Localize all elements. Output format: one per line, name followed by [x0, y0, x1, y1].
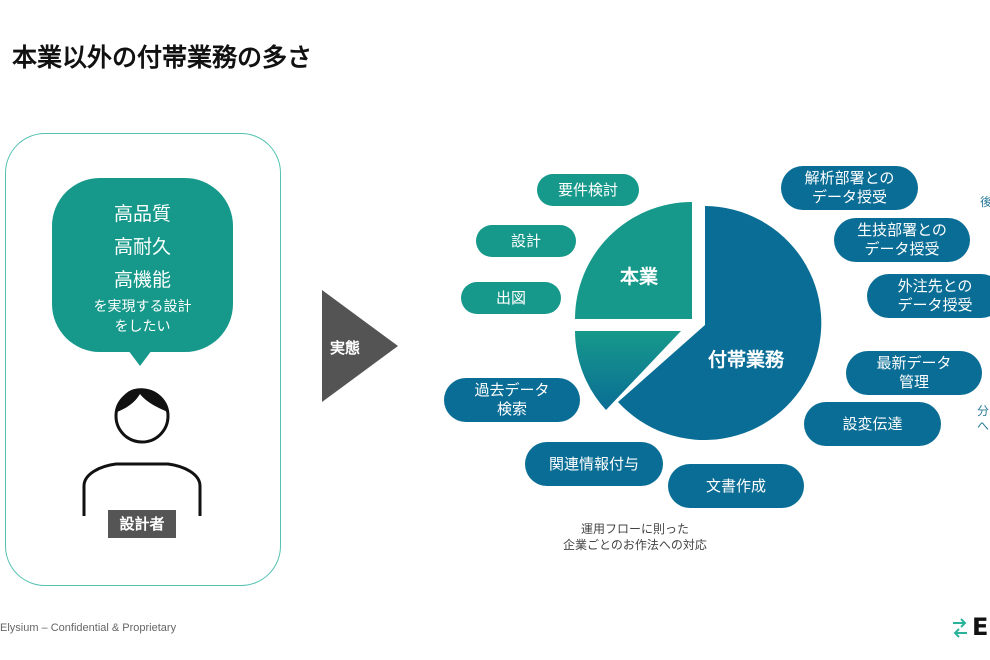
task-pill: 設計: [476, 225, 576, 257]
pill-line: 過去データ: [474, 381, 550, 399]
pie-slice-main: [575, 202, 692, 319]
pill-line: データ授受: [864, 240, 940, 258]
note-line: 企業ごとのお作法への対応: [563, 538, 707, 552]
task-pill: 出図: [461, 282, 561, 314]
bubble-line: 高耐久: [113, 236, 171, 258]
pill-line: 外注先との: [897, 277, 973, 295]
designer-label: 設計者: [108, 510, 176, 538]
bubble-line: を実現する設計: [93, 299, 192, 315]
page-title: 本業以外の付帯業務の多さ: [12, 43, 313, 72]
arrow-label: 実態: [330, 339, 361, 357]
task-pill: 文書作成: [668, 464, 804, 508]
pie-label-side: 付帯業務: [708, 349, 785, 371]
pie-slice-other: [575, 331, 681, 410]
pie-label-main: 本業: [620, 266, 659, 288]
pill-line: 検索: [496, 400, 527, 418]
task-pill: 過去データ検索: [444, 378, 580, 422]
task-pill: 最新データ管理: [846, 351, 982, 395]
bubble-line: 高品質: [113, 203, 171, 225]
pill-line: 最新データ: [876, 354, 952, 372]
task-pill: 要件検討: [537, 174, 639, 206]
edge-text: 後: [980, 195, 990, 209]
task-pill: 外注先とのデータ授受: [867, 274, 990, 318]
footer-text: Elysium – Confidential & Proprietary: [0, 622, 177, 634]
pill-line: データ授受: [897, 296, 973, 314]
note-line: 運用フローに則った: [580, 522, 689, 536]
bubble-tail: [128, 350, 152, 366]
person-icon: [82, 388, 202, 516]
edge-text: へ: [977, 419, 990, 433]
logo-letter: E: [972, 613, 989, 641]
task-pill: 生技部署とのデータ授受: [834, 218, 970, 262]
bubble-line: 高機能: [113, 269, 171, 291]
task-pill: 関連情報付与: [525, 442, 663, 486]
edge-text: 分: [977, 404, 990, 418]
arrow-icon: [322, 290, 398, 402]
note-text: 運用フローに則った企業ごとのお作法への対応: [540, 521, 730, 553]
pill-line: データ授受: [811, 188, 887, 206]
designer-card: [5, 133, 281, 586]
speech-bubble: 高品質 高耐久 高機能 を実現する設計 をしたい: [52, 178, 233, 352]
task-pill: 解析部署とのデータ授受: [781, 166, 918, 210]
pill-line: 生技部署との: [857, 221, 947, 239]
bubble-line: をしたい: [114, 319, 171, 335]
pie-slice-side: [618, 206, 822, 440]
logo-arrows-icon: [953, 618, 967, 638]
task-pill: 設変伝達: [804, 402, 941, 446]
pill-line: 解析部署との: [804, 169, 895, 187]
pill-line: 管理: [898, 373, 929, 391]
